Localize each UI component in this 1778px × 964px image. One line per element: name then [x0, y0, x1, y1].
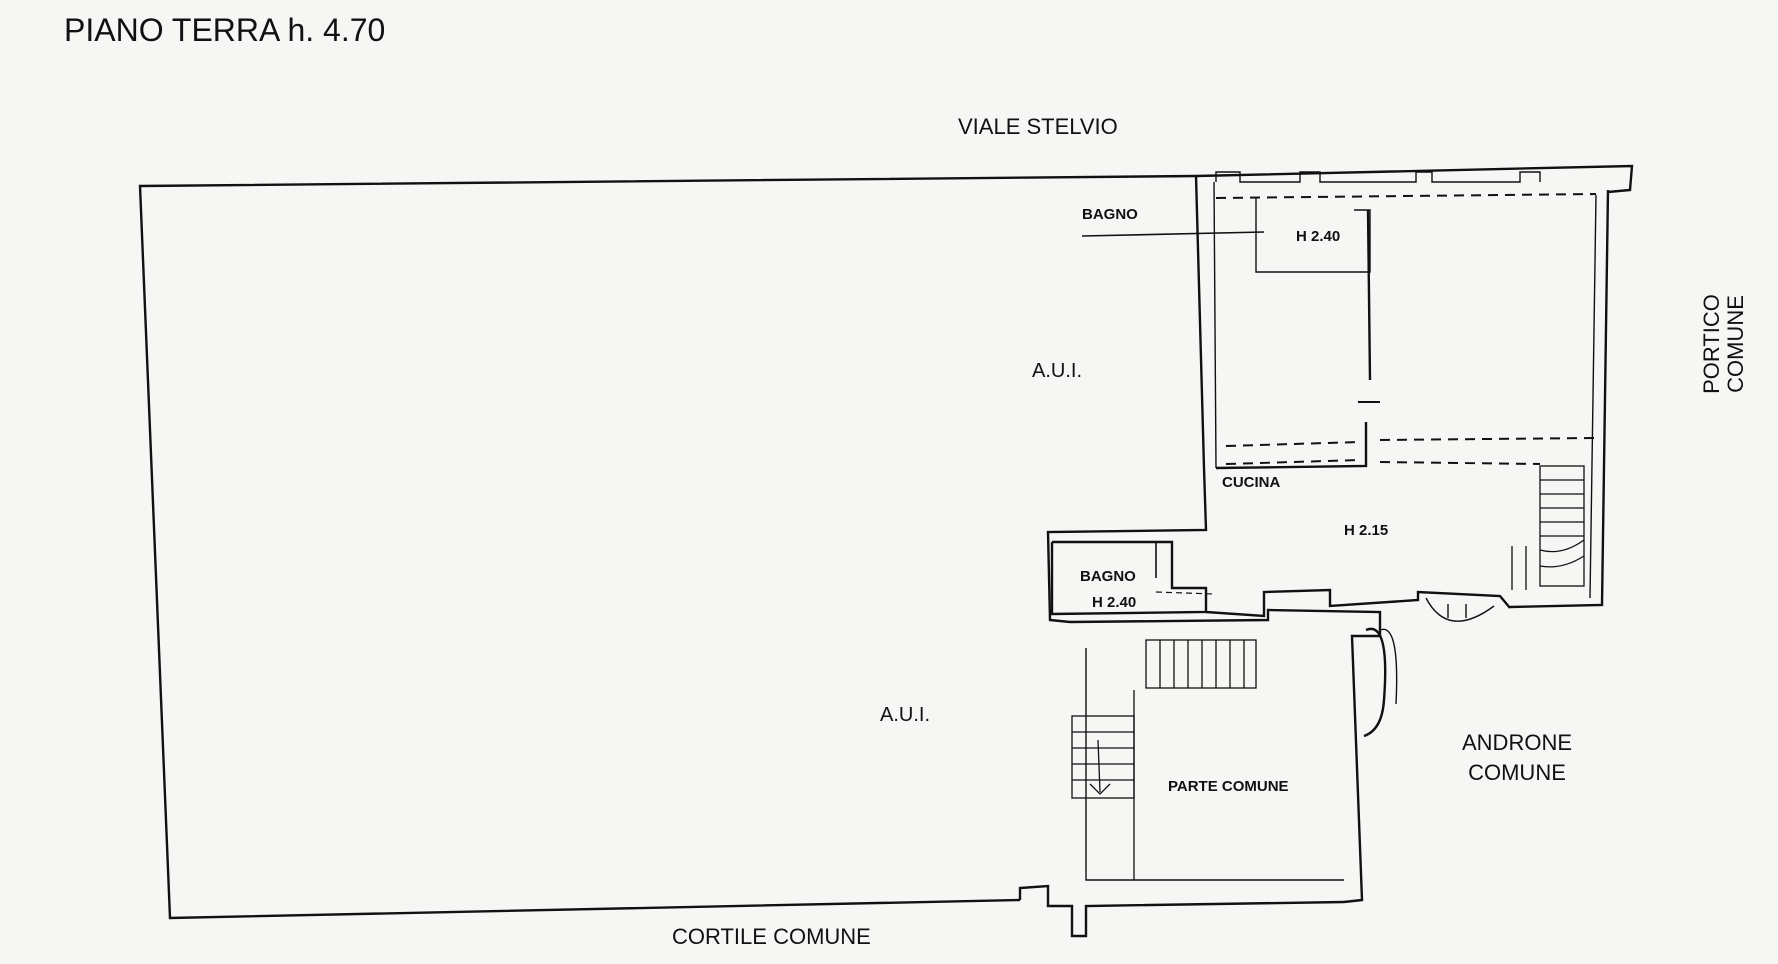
- lower-dashed-line-1: [1225, 441, 1361, 447]
- cucina-wall: [1215, 422, 1368, 470]
- bagno-upper-walls: [1255, 198, 1371, 273]
- aui-lower-label: A.U.I.: [880, 704, 931, 726]
- right-wall: [1509, 189, 1610, 609]
- bagno-upper-height: H 2.40: [1296, 228, 1341, 245]
- upper-dashed-line: [1215, 193, 1597, 199]
- lower-staircase: [1071, 639, 1257, 880]
- parte-comune-outline: [1069, 608, 1382, 904]
- lower-dashed-line-3: [1225, 459, 1361, 465]
- street-label-right-line2: COMUNE: [1723, 295, 1748, 393]
- androne-comune-line2: COMUNE: [1468, 760, 1566, 785]
- parte-comune-label: PARTE COMUNE: [1168, 778, 1289, 795]
- aui-upper-label: A.U.I.: [1032, 360, 1083, 382]
- right-wall-inner: [1589, 194, 1597, 599]
- street-label-top: VIALE STELVIO: [958, 114, 1118, 139]
- street-label-bottom: CORTILE COMUNE: [672, 924, 871, 949]
- cucina-bottom-wall: [1205, 588, 1511, 618]
- unit-left-wall: [1046, 175, 1208, 624]
- androne-curved-wall-inner: [1379, 628, 1398, 705]
- bagno-upper-label: BAGNO: [1082, 206, 1138, 223]
- bagno-lower-walls: [1050, 540, 1208, 616]
- bagno-lower-height: H 2.40: [1092, 594, 1137, 611]
- bagno-pointer: [1081, 231, 1265, 237]
- interior-partition: [1366, 209, 1372, 381]
- street-label-right-line1: PORTICO: [1699, 294, 1724, 394]
- page-title: PIANO TERRA h. 4.70: [64, 12, 386, 48]
- street-label-right: PORTICO COMUNE: [1699, 284, 1748, 404]
- lower-dashed-line-4: [1379, 461, 1541, 465]
- facade-top-wall: [1195, 164, 1634, 194]
- parte-comune-inner: [1085, 648, 1344, 881]
- cucina-label: CUCINA: [1222, 474, 1281, 491]
- right-staircase: [1511, 465, 1585, 590]
- unit-left-wall-inner: [1213, 181, 1217, 469]
- bottom-pilasters: [1018, 884, 1345, 938]
- androne-curved-wall: [1363, 627, 1387, 738]
- androne-comune-line1: ANDRONE: [1462, 730, 1573, 755]
- bagno-lower-label: BAGNO: [1080, 568, 1136, 585]
- aui-outline: [138, 174, 1197, 920]
- facade-openings: [1215, 171, 1541, 183]
- lower-dashed-line-2: [1379, 437, 1595, 441]
- cucina-door-arc: [1425, 597, 1495, 622]
- androne-comune-label: ANDRONE COMUNE: [1462, 728, 1572, 788]
- cucina-height: H 2.15: [1344, 522, 1389, 539]
